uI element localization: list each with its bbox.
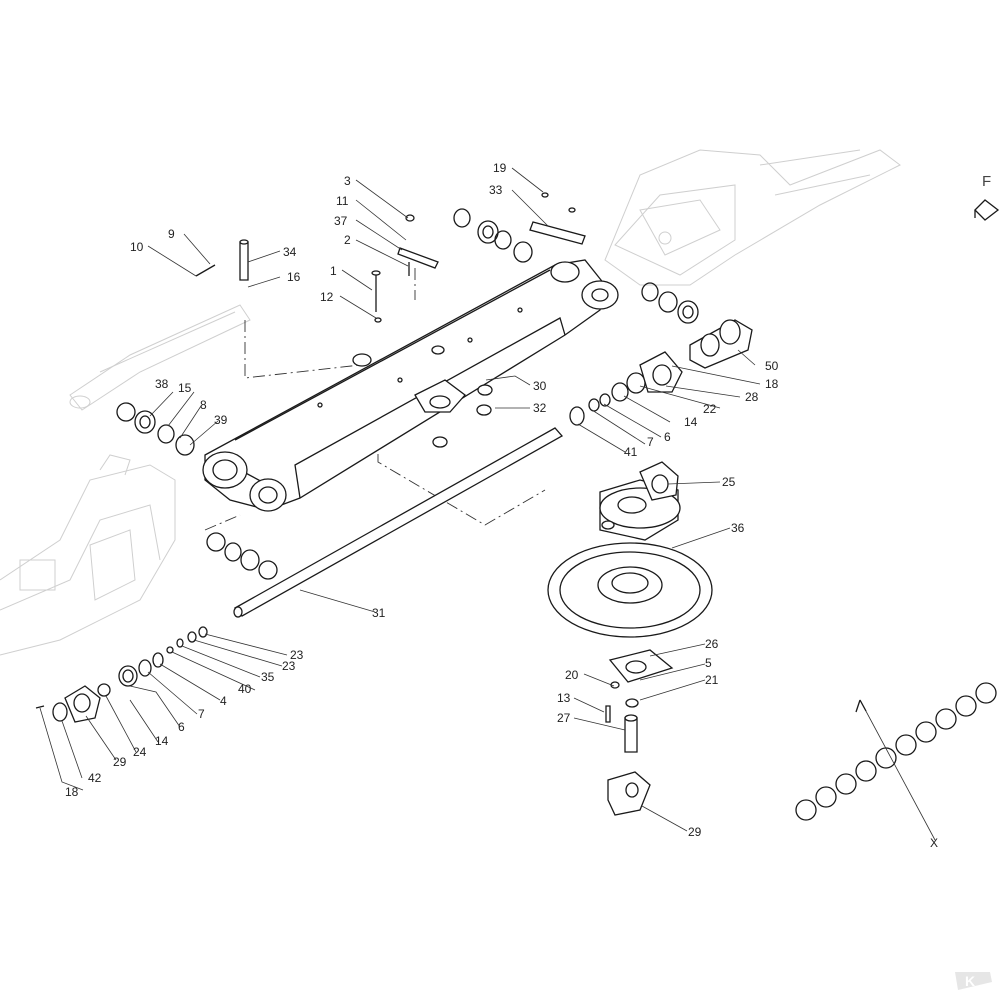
axis-circles: [795, 682, 997, 841]
label-34: 34: [283, 245, 297, 259]
gearbox-housing: [599, 461, 681, 541]
bearing-stack-lower: [35, 626, 208, 723]
label-36: 36: [731, 521, 745, 535]
label-7-left: 7: [198, 707, 205, 721]
view-arrow-icon: [974, 199, 1000, 221]
label-22: 22: [703, 402, 717, 416]
universal-joint: [689, 319, 753, 369]
bearing-stack-right: [641, 282, 699, 324]
label-15: 15: [178, 381, 192, 395]
label-28: 28: [745, 390, 759, 404]
label-6-right: 6: [664, 430, 671, 444]
label-41: 41: [624, 445, 638, 459]
leader-lines: [39, 167, 761, 832]
brand-logo: K: [955, 972, 992, 990]
label-39: 39: [214, 413, 228, 427]
label-6-left: 6: [178, 720, 185, 734]
label-5: 5: [705, 656, 712, 670]
label-9: 9: [168, 227, 175, 241]
label-20: 20: [565, 668, 579, 682]
label-31: 31: [372, 606, 386, 620]
bearing-stack-mid-right: [569, 351, 683, 426]
label-27: 27: [557, 711, 571, 725]
label-10: 10: [130, 240, 144, 254]
label-4: 4: [220, 694, 227, 708]
label-29-lower: 29: [688, 825, 702, 839]
label-8: 8: [200, 398, 207, 412]
lower-hub-parts: [605, 649, 674, 816]
label-38: 38: [155, 377, 169, 391]
label-32: 32: [533, 401, 547, 415]
label-25: 25: [722, 475, 736, 489]
label-12: 12: [320, 290, 334, 304]
label-33: 33: [489, 183, 503, 197]
label-7-right: 7: [647, 435, 654, 449]
label-23-a: 23: [290, 648, 304, 662]
label-26: 26: [705, 637, 719, 651]
label-35: 35: [261, 670, 275, 684]
ghost-frame-upper-right: [604, 149, 901, 286]
label-11: 11: [336, 194, 349, 208]
label-16: 16: [287, 270, 301, 284]
label-18-left: 18: [65, 785, 79, 799]
ghost-frame-left: [0, 304, 251, 656]
label-40: 40: [238, 682, 252, 696]
bearing-stack-lower-left: [206, 532, 278, 580]
label-3: 3: [344, 174, 351, 188]
view-letter: F: [982, 173, 991, 190]
label-42: 42: [88, 771, 102, 785]
label-14-left: 14: [155, 734, 169, 748]
label-21: 21: [705, 673, 719, 687]
drive-shaft: [233, 427, 564, 618]
label-13: 13: [557, 691, 571, 705]
label-24: 24: [133, 745, 147, 759]
label-1: 1: [330, 264, 337, 278]
label-23-b: 23: [282, 659, 296, 673]
label-18-right: 18: [765, 377, 779, 391]
label-50: 50: [765, 359, 779, 373]
cutting-disc: [547, 542, 713, 638]
label-2: 2: [344, 233, 351, 247]
brand-mark: K: [965, 973, 975, 989]
label-19: 19: [493, 161, 507, 175]
bearing-stack-left: [116, 402, 195, 456]
label-14-right: 14: [684, 415, 698, 429]
bearing-stack-top: [453, 208, 533, 263]
top-hardware: [195, 192, 586, 323]
assembly-guide-lines: [204, 268, 546, 531]
label-30: 30: [533, 379, 547, 393]
part-number-labels: 3 11 37 2 1 12 9 10 34 16 19 33 30 32 31…: [65, 161, 779, 839]
label-29-left: 29: [113, 755, 127, 769]
axis-letter: X: [930, 836, 938, 850]
label-37: 37: [334, 214, 348, 228]
pivot-bushes: [476, 384, 493, 416]
main-arm: [202, 259, 619, 512]
